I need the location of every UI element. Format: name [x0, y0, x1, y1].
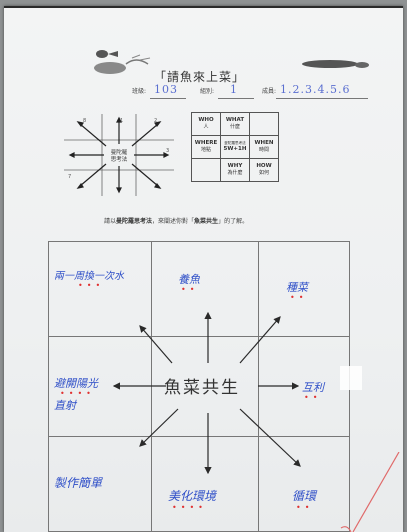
group-underline [218, 98, 254, 99]
emphasis-dots: •• [181, 285, 199, 294]
emphasis-dots: •• [304, 393, 322, 402]
members-value: 1.2.3.4.5.6 [280, 83, 351, 96]
dish-illustration [302, 60, 369, 68]
answer-top-left: 兩一周換一次水 [54, 271, 124, 282]
worksheet-page: 「請魚來上菜」 班級: 103 組別: 1 成員: 1.2.3.4.5.6 曼陀… [4, 6, 403, 532]
mini-center-label-2: 思考法 [111, 155, 128, 163]
group-label: 組別: [200, 88, 215, 95]
emphasis-dots: •••• [172, 503, 207, 512]
mini-number-1: 1 [120, 118, 123, 124]
answer-right: 互利 [302, 381, 324, 394]
paper-edge-line [4, 6, 403, 8]
group-value: 1 [230, 83, 238, 96]
emphasis-dots: ••• [78, 281, 105, 290]
members-underline [276, 98, 368, 99]
mini-number-3: 3 [166, 148, 169, 154]
answer-left-line-1: 避開陽光 [54, 377, 98, 390]
emphasis-dots: •••• [60, 389, 95, 398]
mini-number-7: 7 [68, 174, 71, 180]
fish-illustration [94, 50, 151, 74]
mini-number-2: 2 [154, 118, 157, 124]
instruction-text: 請以曼陀羅思考法，來闡述你對「魚菜共生」的了解。 [104, 218, 249, 225]
class-underline [150, 98, 186, 99]
red-pen-mark [340, 452, 400, 532]
emphasis-dots: •• [290, 293, 308, 302]
worksheet-title: 「請魚來上菜」 [154, 70, 246, 84]
class-value: 103 [154, 83, 178, 96]
answer-top-right: 種菜 [286, 281, 308, 294]
mini-mandala-diagram: 曼陀羅 思考法 1 8 2 3 7 [64, 114, 174, 196]
emphasis-dots: •• [296, 503, 314, 512]
members-label: 成員: [262, 88, 277, 95]
empty-cell [249, 112, 279, 136]
mandala-grid: 魚菜共生 兩一周換一次水 ••• 養魚 •• 種菜 •• 避開陽光 •••• 直… [48, 241, 350, 532]
answer-bottom-right: 循環 [292, 489, 317, 503]
class-label: 班級: [132, 88, 147, 95]
mandala-center-topic: 魚菜共生 [164, 378, 240, 398]
mini-center-label-1: 曼陀羅 [111, 148, 128, 156]
answer-left-line-2: 直射 [54, 399, 76, 412]
light-glare [340, 366, 362, 390]
empty-cell [191, 158, 221, 182]
answer-top: 養魚 [178, 273, 200, 286]
mandala-arrows [112, 311, 301, 475]
answer-bottom-left: 製作簡單 [54, 476, 103, 490]
mini-number-8: 8 [83, 118, 86, 124]
answer-bottom: 美化環境 [168, 489, 217, 503]
